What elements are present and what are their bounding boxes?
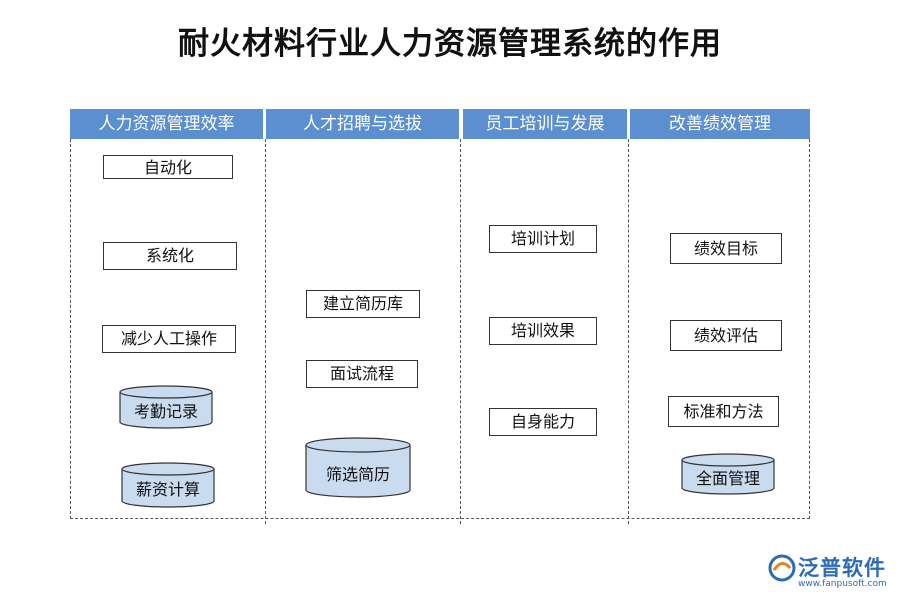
- box-performance-goals: 绩效目标: [670, 233, 782, 264]
- cylinder-full-management: 全面管理: [681, 453, 775, 495]
- cylinder-label: 薪资计算: [135, 480, 200, 499]
- logo-url-text: www.fanpusoft.com: [798, 579, 887, 589]
- logo-brand-text: 泛普软件: [798, 556, 886, 580]
- box-standards-methods: 标准和方法: [668, 396, 779, 427]
- box-reduce-manual: 减少人工操作: [102, 325, 236, 353]
- cylinder-label: 全面管理: [695, 469, 760, 488]
- box-self-ability: 自身能力: [489, 408, 597, 436]
- cylinder-payroll: 薪资计算: [121, 462, 215, 508]
- column-divider: [628, 139, 629, 524]
- column-header-performance: 改善绩效管理: [630, 109, 810, 139]
- cylinder-label: 筛选简历: [325, 465, 390, 484]
- box-training-effect: 培训效果: [489, 317, 597, 345]
- box-automation: 自动化: [103, 155, 233, 179]
- box-performance-evaluation: 绩效评估: [670, 320, 782, 351]
- box-resume-library: 建立简历库: [306, 290, 420, 318]
- box-systematization: 系统化: [103, 242, 237, 270]
- brand-logo: 泛普软件 www.fanpusoft.com: [768, 552, 894, 589]
- box-interview-process: 面试流程: [306, 360, 418, 388]
- column-header-hr-efficiency: 人力资源管理效率: [70, 109, 263, 139]
- column-header-recruitment: 人才招聘与选拔: [266, 109, 459, 139]
- diagram-frame: [70, 139, 810, 519]
- page-title: 耐火材料行业人力资源管理系统的作用: [178, 26, 722, 62]
- column-divider: [265, 139, 266, 524]
- box-training-plan: 培训计划: [489, 225, 597, 253]
- logo-icon: [768, 554, 796, 582]
- cylinder-label: 考勤记录: [133, 402, 198, 421]
- column-divider: [460, 139, 461, 524]
- cylinder-resume-screening: 筛选简历: [305, 437, 411, 499]
- cylinder-attendance: 考勤记录: [119, 385, 213, 429]
- column-header-training: 员工培训与发展: [463, 109, 627, 139]
